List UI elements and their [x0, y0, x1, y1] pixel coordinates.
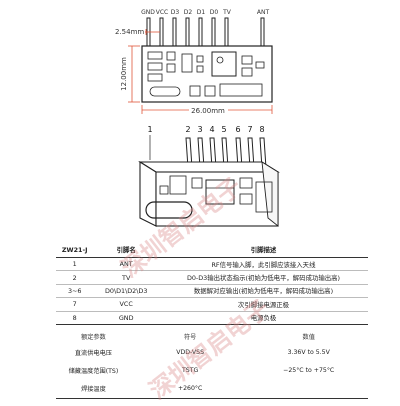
- param-symbol: VDD-VSS: [176, 348, 205, 356]
- pin-description: 次引脚接电源正极: [158, 297, 368, 312]
- side-pin-number: 2: [185, 125, 190, 134]
- table-row: 7 VCC 次引脚接电源正极: [56, 297, 368, 312]
- pin-name: D0\D1\D2\D3: [93, 284, 159, 299]
- top-pin-leads: [146, 17, 265, 47]
- side-components: [145, 175, 273, 219]
- pin-number: 1: [56, 257, 94, 272]
- side-pin-number: 7: [247, 125, 252, 134]
- top-board-outline: [141, 45, 273, 103]
- side-pin-number: 4: [209, 125, 214, 134]
- pin-table-header-name: 引脚名: [93, 243, 159, 258]
- ant-label: ANT: [257, 9, 270, 16]
- pin-table: ZW21-J 引脚名 引脚描述 1 ANT RF信号输入脚，此引脚应该接入天线 …: [56, 243, 368, 325]
- side-pin-number: 1: [147, 125, 152, 134]
- param-table-header-value: 数值: [302, 334, 315, 341]
- param-table-header-param: 额定参数: [81, 334, 106, 341]
- table-row: 焊接温度 +260°C: [56, 379, 368, 399]
- top-pin-label: TV: [222, 9, 232, 16]
- pitch-dimension-label: 2.54mm: [115, 28, 144, 36]
- table-row: 1 ANT RF信号输入脚，此引脚应该接入天线: [56, 257, 368, 272]
- top-pin-label: D1: [197, 9, 206, 16]
- pin-name: TV: [93, 270, 159, 285]
- param-symbol: TSTG: [182, 366, 199, 374]
- param-value: [249, 379, 368, 399]
- top-pin-label: GND: [141, 9, 155, 16]
- side-board-right: [261, 161, 279, 227]
- pin-description: 数据解对应输出(初始为低电平，解码成功输出高): [158, 284, 368, 299]
- top-board-components: [147, 51, 265, 97]
- pin-number: 7: [56, 297, 94, 312]
- pin-table-header-model: ZW21-J: [56, 243, 94, 258]
- pin-description: D0-D3输出状态指示(初始为低电平，解码成功输出高): [158, 270, 368, 285]
- param-name: 焊接温度: [56, 379, 131, 399]
- side-pin-number: 5: [221, 125, 226, 134]
- top-pin-label: VCC: [156, 9, 168, 16]
- param-table: 额定参数 符号 数值 直流供电电压 VDD-VSS 3.36V to 5.5V …: [56, 330, 368, 399]
- side-pin-leads: [185, 137, 267, 169]
- module-drawing: GND VCC D3 D2 D1 D0 TV ANT 2.54mm 1 2: [115, 9, 280, 227]
- side-board-top: [138, 161, 280, 173]
- pin-number: 3~6: [56, 284, 94, 299]
- pin-name: ANT: [93, 257, 159, 272]
- param-symbol: +260°C: [130, 379, 250, 399]
- table-row: 直流供电电压 VDD-VSS 3.36V to 5.5V: [56, 343, 368, 361]
- width-dimension: [141, 105, 273, 114]
- top-pin-label: D3: [171, 9, 180, 16]
- param-name: 储藏温度范围(TS): [68, 367, 119, 375]
- pin-number: 2: [56, 270, 94, 285]
- pin-table-header-desc: 引脚描述: [158, 243, 368, 258]
- side-pin-number: 8: [259, 125, 264, 134]
- width-dimension-label: 26.00mm: [191, 107, 225, 115]
- param-name: 直流供电电压: [74, 349, 112, 357]
- top-pin-label: D2: [184, 9, 193, 16]
- height-dimension-label: 12.00mm: [120, 57, 128, 91]
- table-row: 2 TV D0-D3输出状态指示(初始为低电平，解码成功输出高): [56, 270, 368, 285]
- pin-name: GND: [93, 311, 159, 325]
- table-row: 储藏温度范围(TS) TSTG −25°C to +75°C: [56, 361, 368, 379]
- side-board-front: [139, 161, 157, 227]
- table-row: 3~6 D0\D1\D2\D3 数据解对应输出(初始为低电平，解码成功输出高): [56, 284, 368, 299]
- pitch-dimension: [145, 29, 160, 35]
- param-value: −25°C to +75°C: [283, 366, 335, 374]
- table-row: 8 GND 电源负极: [56, 311, 368, 325]
- side-pin-number: 6: [235, 125, 240, 134]
- pin-description: RF信号输入脚，此引脚应该接入天线: [158, 257, 368, 272]
- pin-number: 8: [56, 311, 94, 325]
- pin-name: VCC: [93, 297, 159, 312]
- side-pin-number: 3: [197, 125, 202, 134]
- pin-description: 电源负极: [158, 311, 368, 325]
- top-pin-label: D0: [210, 9, 219, 16]
- param-table-header-symbol: 符号: [183, 334, 197, 341]
- height-dimension: [128, 45, 140, 103]
- param-value: 3.36V to 5.5V: [287, 348, 330, 356]
